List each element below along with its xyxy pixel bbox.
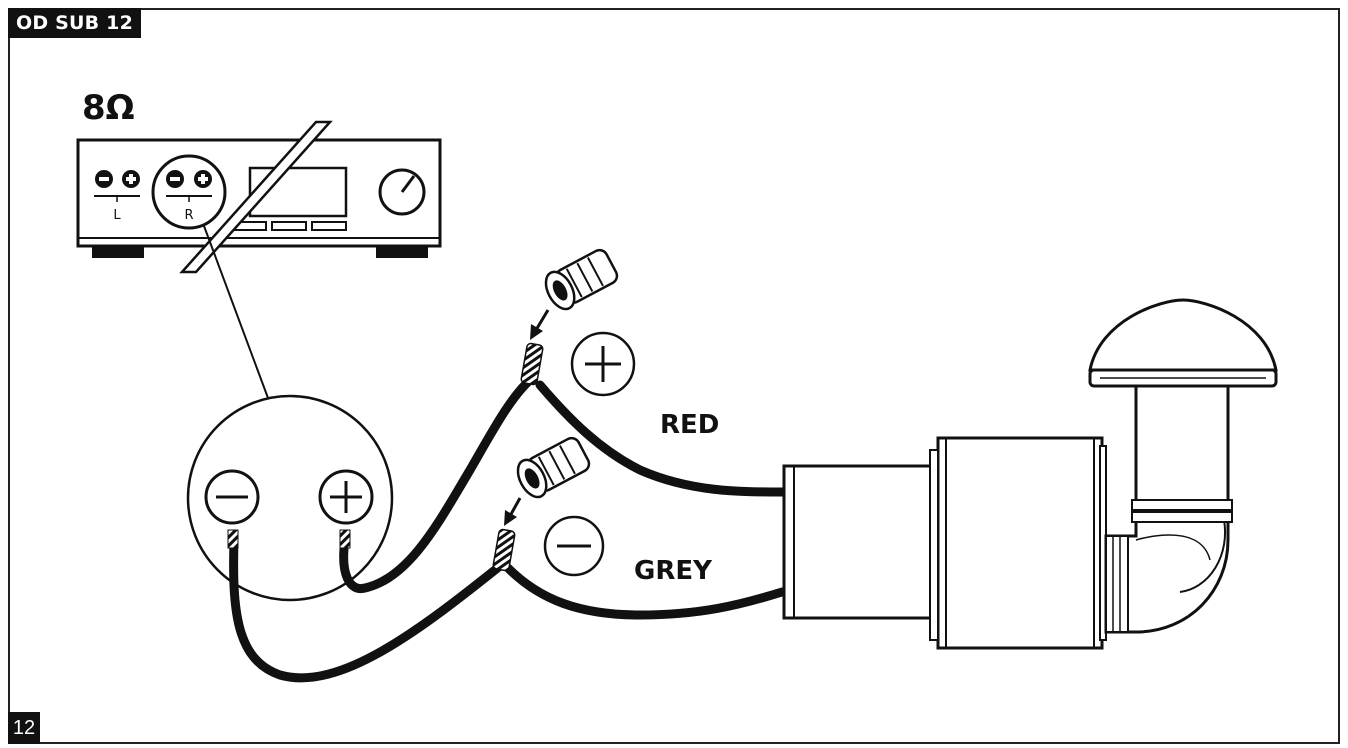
negative-splice <box>492 528 516 572</box>
negative-wire-amp <box>229 535 510 683</box>
red-wire-sub <box>535 380 787 497</box>
arrow-icon <box>504 497 522 526</box>
wire-nut-icon <box>544 248 619 311</box>
volume-knob-icon <box>378 168 426 216</box>
channel-left-label: L <box>113 208 121 223</box>
positive-wire-amp <box>339 375 535 594</box>
page-number: 12 <box>8 712 40 744</box>
wires <box>229 375 787 683</box>
terminal-zoom <box>186 394 394 602</box>
left-channel-terminals <box>94 170 140 202</box>
plus-terminal <box>318 469 374 525</box>
arrow-icon <box>530 309 550 340</box>
page-frame <box>8 8 1340 744</box>
document-title: OD SUB 12 <box>8 8 141 38</box>
minus-terminal <box>204 469 260 525</box>
right-channel-terminals <box>151 154 227 230</box>
wire-nut-icon <box>516 436 591 499</box>
positive-splice <box>520 342 544 386</box>
amplifier: L R <box>76 120 442 274</box>
impedance-label: 8Ω <box>82 88 135 128</box>
plus-symbol-icon <box>570 331 636 397</box>
subwoofer-icon <box>782 298 1278 650</box>
channel-right-label: R <box>184 208 193 223</box>
minus-symbol-icon <box>543 515 605 577</box>
grey-wire-label: GREY <box>634 556 712 586</box>
zoom-leader-line <box>203 225 269 399</box>
break-slash <box>179 120 333 274</box>
red-wire-label: RED <box>660 410 720 440</box>
amp-display <box>248 166 348 218</box>
grey-wire-sub <box>503 563 787 620</box>
